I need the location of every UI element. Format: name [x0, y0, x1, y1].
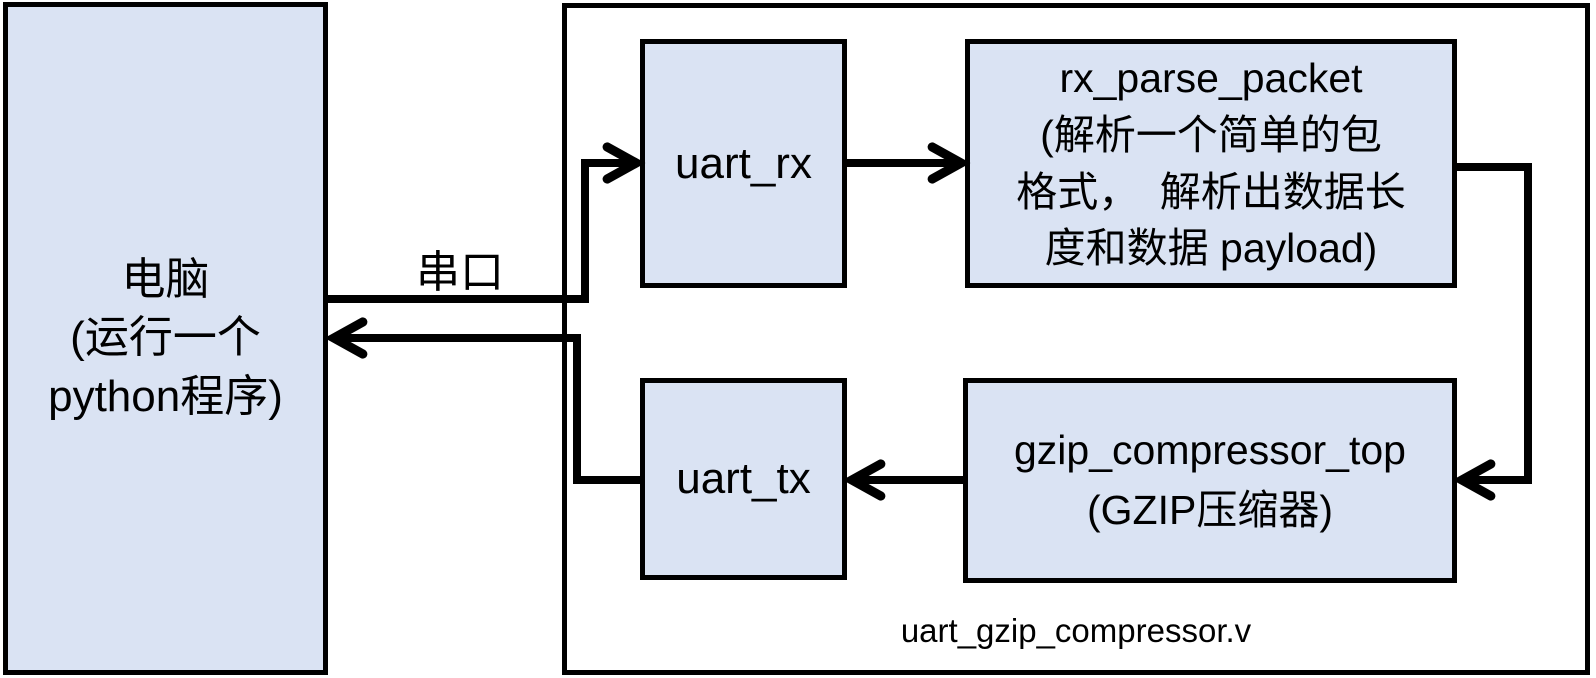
- module-filename-label: uart_gzip_compressor.v: [900, 612, 1252, 649]
- uart-tx-block: uart_tx: [640, 378, 847, 580]
- computer-label-line1: 电脑: [121, 255, 210, 305]
- serial-port-label: 串口: [416, 248, 504, 297]
- gzip-compressor-block: gzip_compressor_top (GZIP压缩器): [963, 378, 1457, 583]
- gzip-compressor-label-line1: gzip_compressor_top: [1014, 427, 1406, 474]
- gzip-compressor-label-line2: (GZIP压缩器): [1087, 486, 1333, 533]
- rx-parse-packet-label-line1: rx_parse_packet: [1059, 55, 1363, 102]
- uart-tx-label: uart_tx: [676, 454, 811, 503]
- computer-label-line2: (运行一个: [70, 313, 261, 363]
- rx-parse-packet-label-line4: 度和数据 payload): [1044, 225, 1378, 272]
- uart-rx-label: uart_rx: [675, 138, 812, 188]
- rx-parse-packet-block: rx_parse_packet (解析一个简单的包 格式， 解析出数据长 度和数…: [965, 39, 1457, 288]
- uart-rx-block: uart_rx: [640, 39, 847, 288]
- computer-label-line3: python程序): [48, 371, 283, 421]
- rx-parse-packet-label-line3: 格式， 解析出数据长: [1016, 168, 1406, 215]
- computer-block: 电脑 (运行一个 python程序): [3, 2, 328, 675]
- rx-parse-packet-label-line2: (解析一个简单的包: [1040, 111, 1382, 158]
